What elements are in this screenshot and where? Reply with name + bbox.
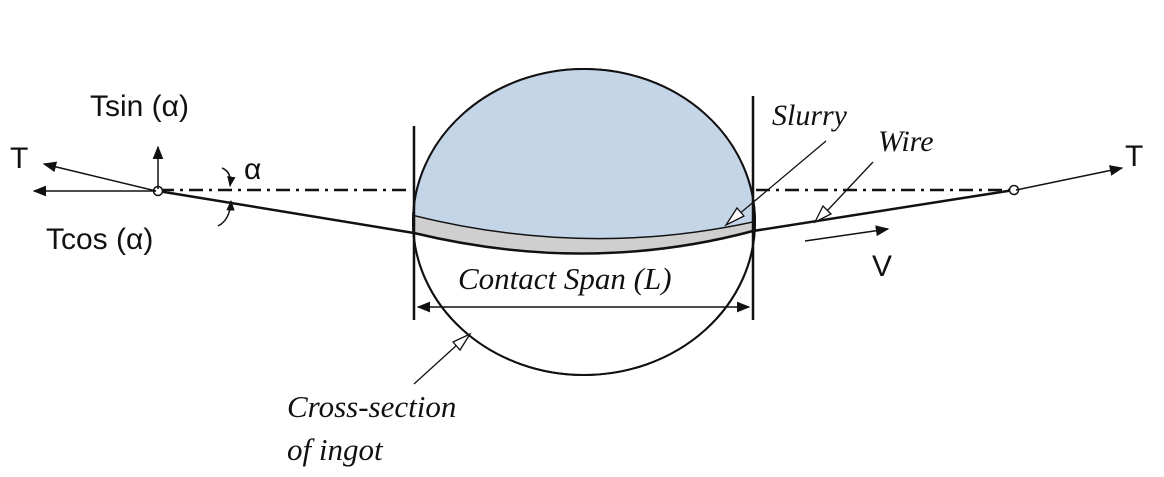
tension-arrow-left — [42, 161, 157, 192]
alpha-indicator-bottom — [217, 199, 235, 227]
slurry-leader — [724, 140, 827, 227]
t-left-label: T — [10, 142, 28, 175]
wire — [157, 188, 1015, 255]
wire-leader — [813, 161, 874, 224]
alpha-label: α — [244, 153, 261, 186]
t-right-label: T — [1125, 140, 1143, 173]
contact-span-label: Contact Span (L) — [458, 261, 672, 296]
tcos-label: Tcos (α) — [46, 223, 153, 256]
alpha-indicator-top — [221, 167, 236, 188]
slurry-layer — [413, 212, 755, 252]
tension-arrow-right — [1015, 165, 1124, 191]
cross-section-label-line1: Cross-section — [287, 389, 456, 424]
velocity-label: V — [872, 250, 892, 283]
ingot-cross-section — [412, 68, 756, 376]
wire-label: Wire — [878, 125, 934, 158]
cross-section-leader — [413, 332, 472, 385]
tsin-label: Tsin (α) — [90, 90, 189, 123]
cross-section-label-line2: of ingot — [287, 432, 384, 467]
slurry-upper-edge — [413, 211, 755, 240]
ingot-uncut-region — [413, 69, 755, 239]
slurry-label: Slurry — [772, 99, 848, 132]
velocity-arrow — [804, 225, 890, 242]
